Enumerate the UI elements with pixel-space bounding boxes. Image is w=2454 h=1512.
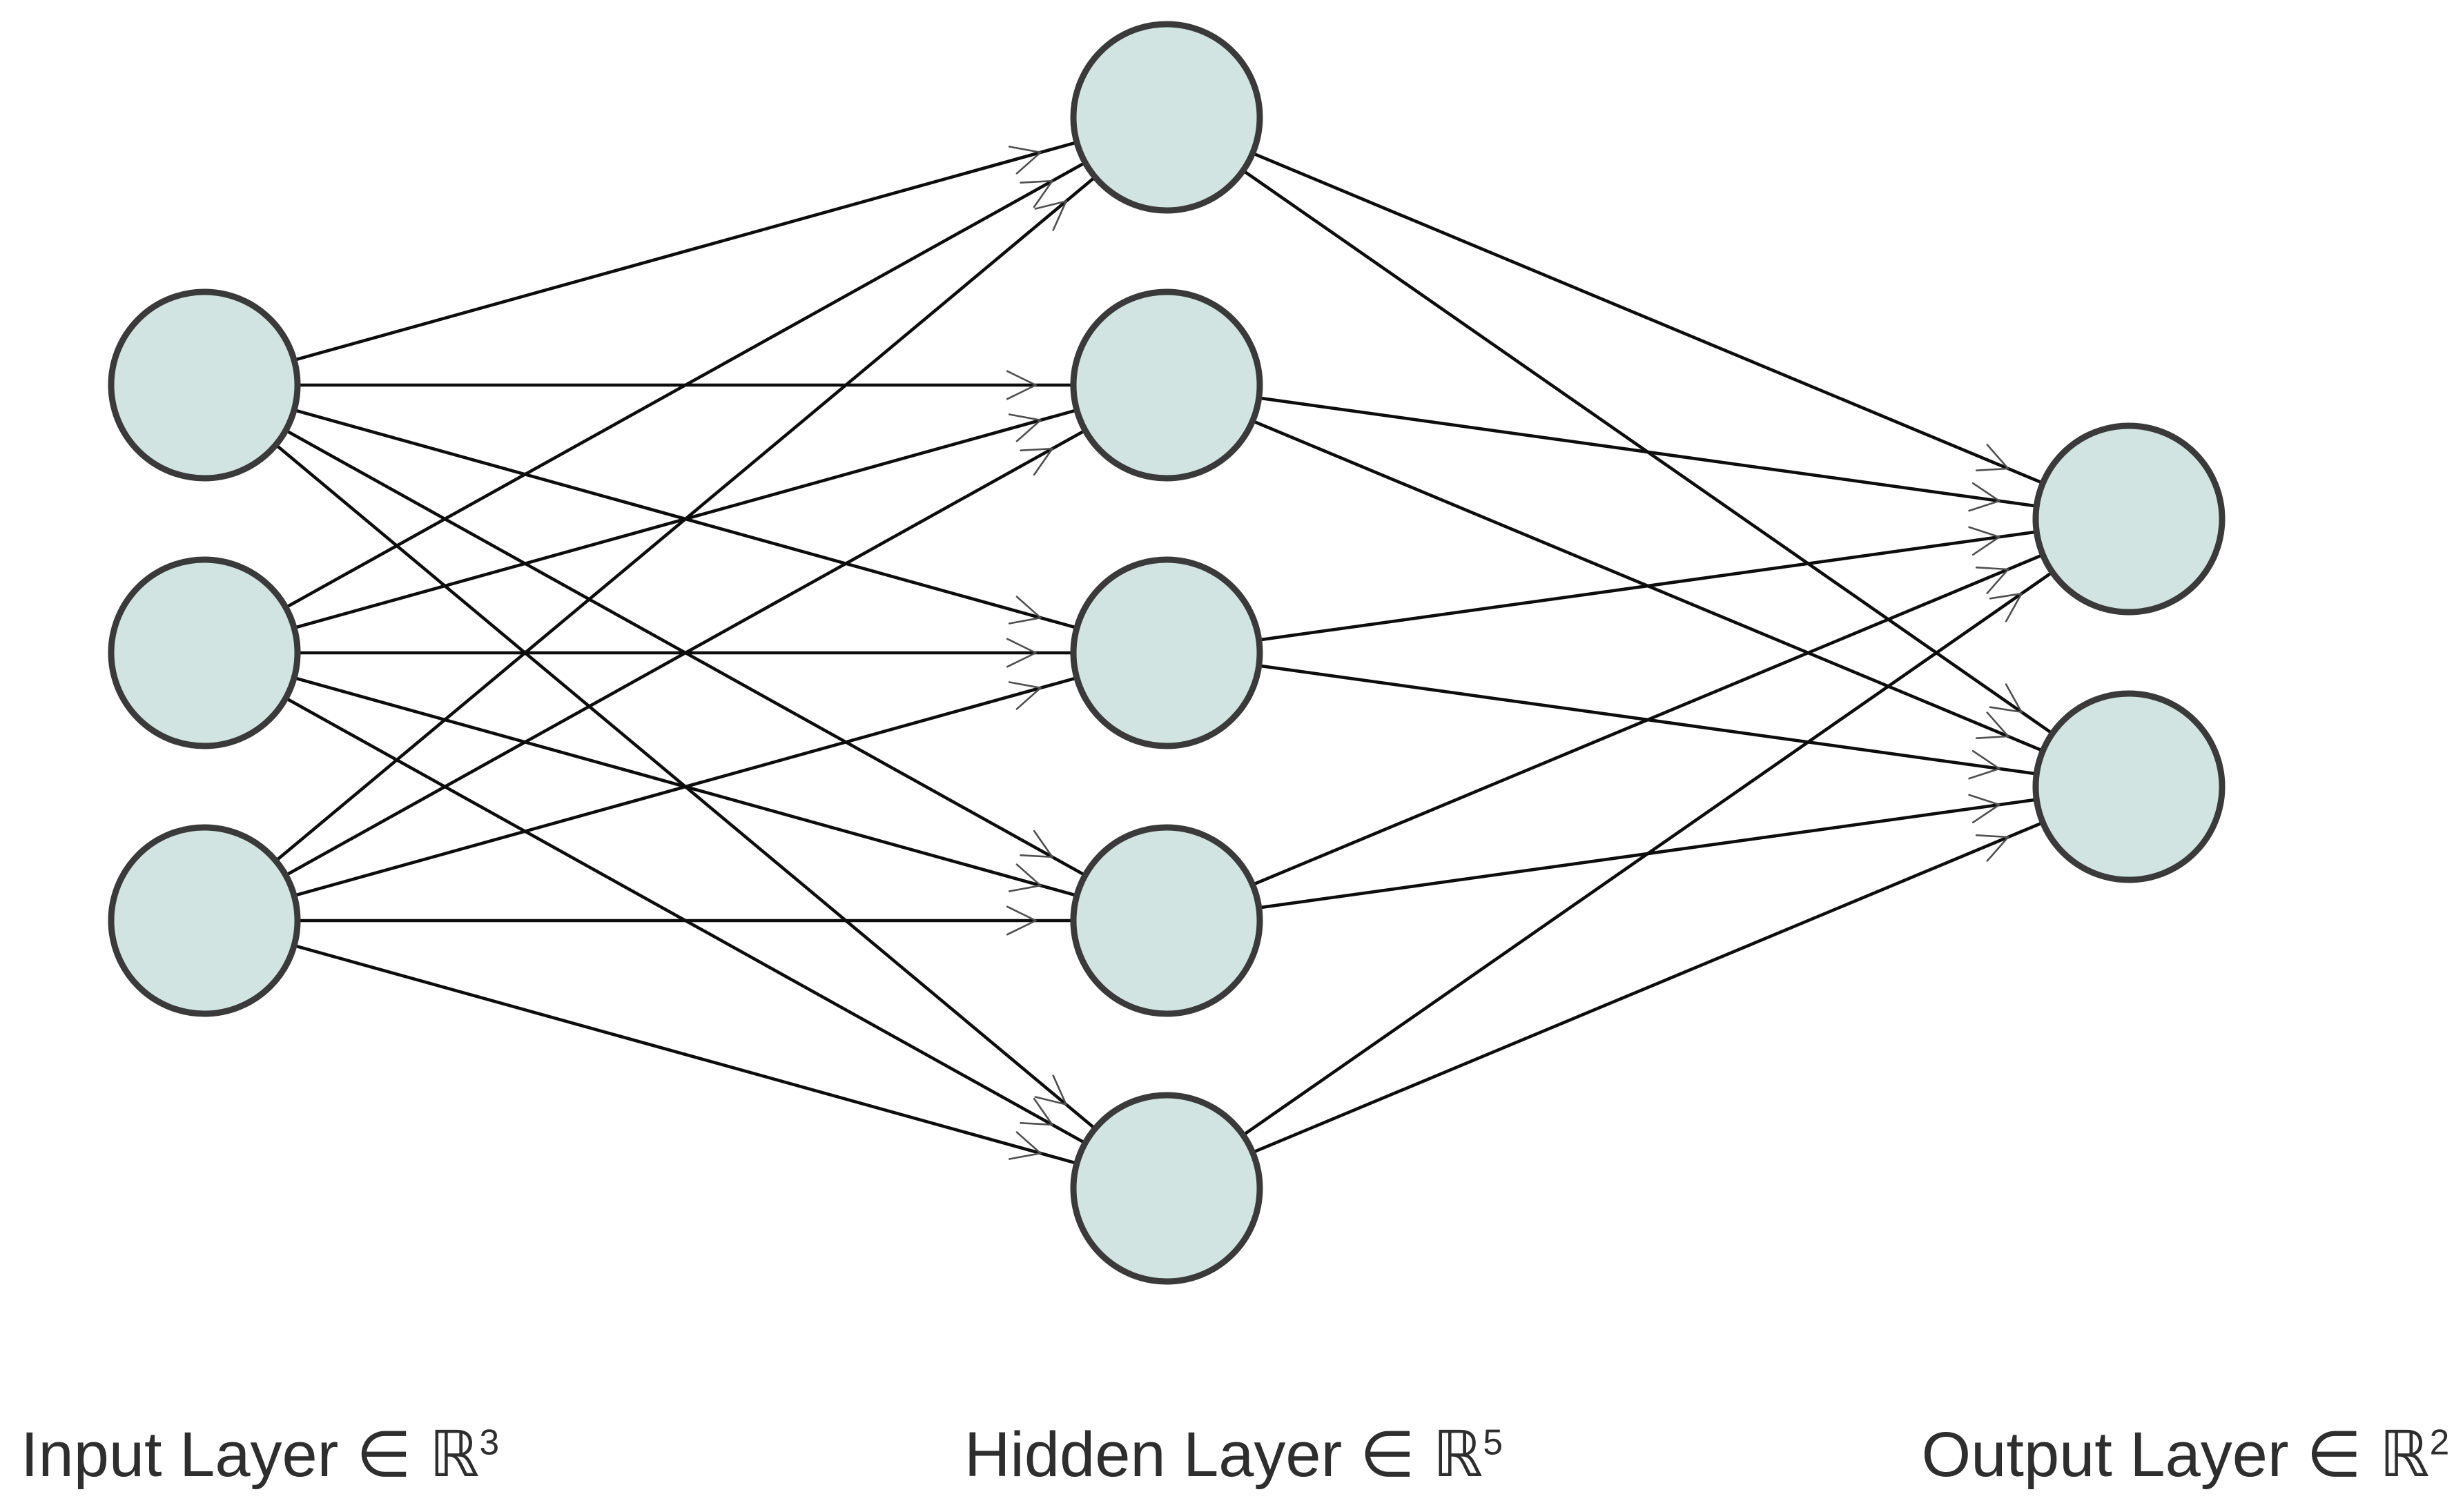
- neuron-hidden-1: [1070, 21, 1263, 214]
- neuron-hidden-2: [1070, 288, 1263, 482]
- arrowhead-leg: [1986, 836, 2009, 862]
- arrowhead-leg: [1975, 567, 2009, 571]
- arrowhead-leg: [1975, 467, 2009, 471]
- arrowhead-leg: [1052, 200, 1067, 231]
- arrowhead-leg: [1008, 884, 1042, 892]
- neuron-input-2: [108, 556, 301, 749]
- neuron-output-1: [2032, 422, 2226, 616]
- arrowhead-leg: [1971, 482, 2000, 502]
- arrowhead-leg: [1975, 735, 2009, 739]
- neuron-input-3: [108, 824, 301, 1017]
- edges-group: [203, 115, 2130, 1190]
- arrowhead-leg: [1971, 536, 2000, 556]
- neuron-output-2: [2032, 690, 2226, 883]
- arrowhead-leg: [1006, 651, 1037, 668]
- arrowhead-leg: [1020, 1122, 1053, 1126]
- arrowhead-leg: [1015, 596, 1042, 619]
- arrowhead-leg: [1971, 803, 2000, 824]
- output-layer-label-text: Output Layer ∈ ℝ: [1921, 1420, 2430, 1491]
- edge-input-to-hidden: [204, 115, 1167, 387]
- arrowhead-leg: [1971, 749, 2000, 770]
- edge-input-to-hidden: [204, 651, 1167, 923]
- arrowhead-leg: [1968, 767, 2000, 780]
- arrowhead-leg: [1006, 905, 1037, 922]
- edge-hidden-to-output: [1166, 383, 2130, 521]
- arrowhead-leg: [1008, 413, 1042, 422]
- edge-hidden-to-output: [1165, 518, 2130, 1190]
- output-layer-dimension-superscript: 2: [2429, 1422, 2450, 1462]
- neuron-hidden-3: [1070, 556, 1263, 749]
- arrowhead-leg: [1989, 706, 2023, 714]
- edge-input-to-hidden: [203, 115, 1168, 655]
- arrowhead-leg: [1968, 794, 2000, 806]
- edge-hidden-to-output: [1166, 517, 2130, 923]
- arrowhead-leg: [1008, 681, 1042, 689]
- arrowhead-leg: [1968, 500, 2000, 512]
- arrowhead-leg: [1006, 919, 1037, 936]
- arrowhead-leg: [1975, 834, 2009, 838]
- arrowhead-leg: [1986, 444, 2009, 470]
- input-layer-label: Input Layer ∈ ℝ3: [21, 1423, 499, 1486]
- arrowhead-leg: [1052, 1074, 1067, 1106]
- input-layer-dimension-superscript: 3: [479, 1422, 500, 1462]
- hidden-layer-dimension-superscript: 5: [1483, 1422, 1503, 1462]
- arrowhead-leg: [1015, 687, 1042, 710]
- arrowhead-leg: [1033, 829, 1053, 858]
- hidden-layer-label-text: Hidden Layer ∈ ℝ: [964, 1420, 1483, 1491]
- input-layer-label-text: Input Layer ∈ ℝ: [21, 1420, 480, 1491]
- arrowhead-leg: [1034, 1096, 1067, 1106]
- neuron-input-1: [108, 288, 301, 482]
- neuron-hidden-5: [1070, 1092, 1263, 1285]
- arrowhead-leg: [1008, 146, 1042, 154]
- output-layer-label: Output Layer ∈ ℝ2: [1922, 1423, 2450, 1486]
- arrowhead-leg: [1008, 1152, 1042, 1160]
- arrowhead-leg: [1015, 863, 1042, 887]
- arrowhead-leg: [1968, 526, 2000, 538]
- arrowhead-leg: [1006, 384, 1037, 400]
- arrowhead-leg: [2005, 683, 2023, 714]
- hidden-layer-label: Hidden Layer ∈ ℝ5: [964, 1423, 1503, 1486]
- edge-hidden-to-output: [1166, 115, 2130, 521]
- edge-hidden-to-output: [1166, 517, 2130, 655]
- arrowhead-leg: [1989, 592, 2023, 600]
- edge-input-to-hidden: [204, 919, 1167, 1190]
- arrowhead-leg: [1033, 1097, 1053, 1126]
- arrowhead-leg: [2005, 592, 2023, 622]
- arrowhead-leg: [1020, 179, 1053, 184]
- nodes-group: [108, 21, 2226, 1285]
- arrowhead-leg: [1015, 151, 1042, 175]
- arrowhead-leg: [1986, 568, 2009, 594]
- arrowhead-leg: [1034, 200, 1067, 210]
- arrowhead-leg: [1015, 1131, 1042, 1155]
- edge-input-to-hidden: [203, 383, 1168, 923]
- arrowhead-leg: [1015, 419, 1042, 442]
- arrowhead-leg: [1986, 711, 2009, 738]
- arrowheads-group: [1006, 146, 2023, 1160]
- arrowhead-leg: [1033, 447, 1053, 476]
- arrowhead-leg: [1020, 854, 1053, 858]
- arrowhead-leg: [1020, 447, 1053, 451]
- arrowhead-leg: [1008, 616, 1042, 625]
- arrowhead-leg: [1033, 179, 1053, 208]
- arrowhead-leg: [1006, 638, 1037, 654]
- edge-input-to-hidden: [203, 116, 1168, 922]
- neuron-hidden-4: [1070, 824, 1263, 1017]
- edge-hidden-to-output: [1166, 785, 2130, 1190]
- arrowhead-leg: [1006, 370, 1037, 386]
